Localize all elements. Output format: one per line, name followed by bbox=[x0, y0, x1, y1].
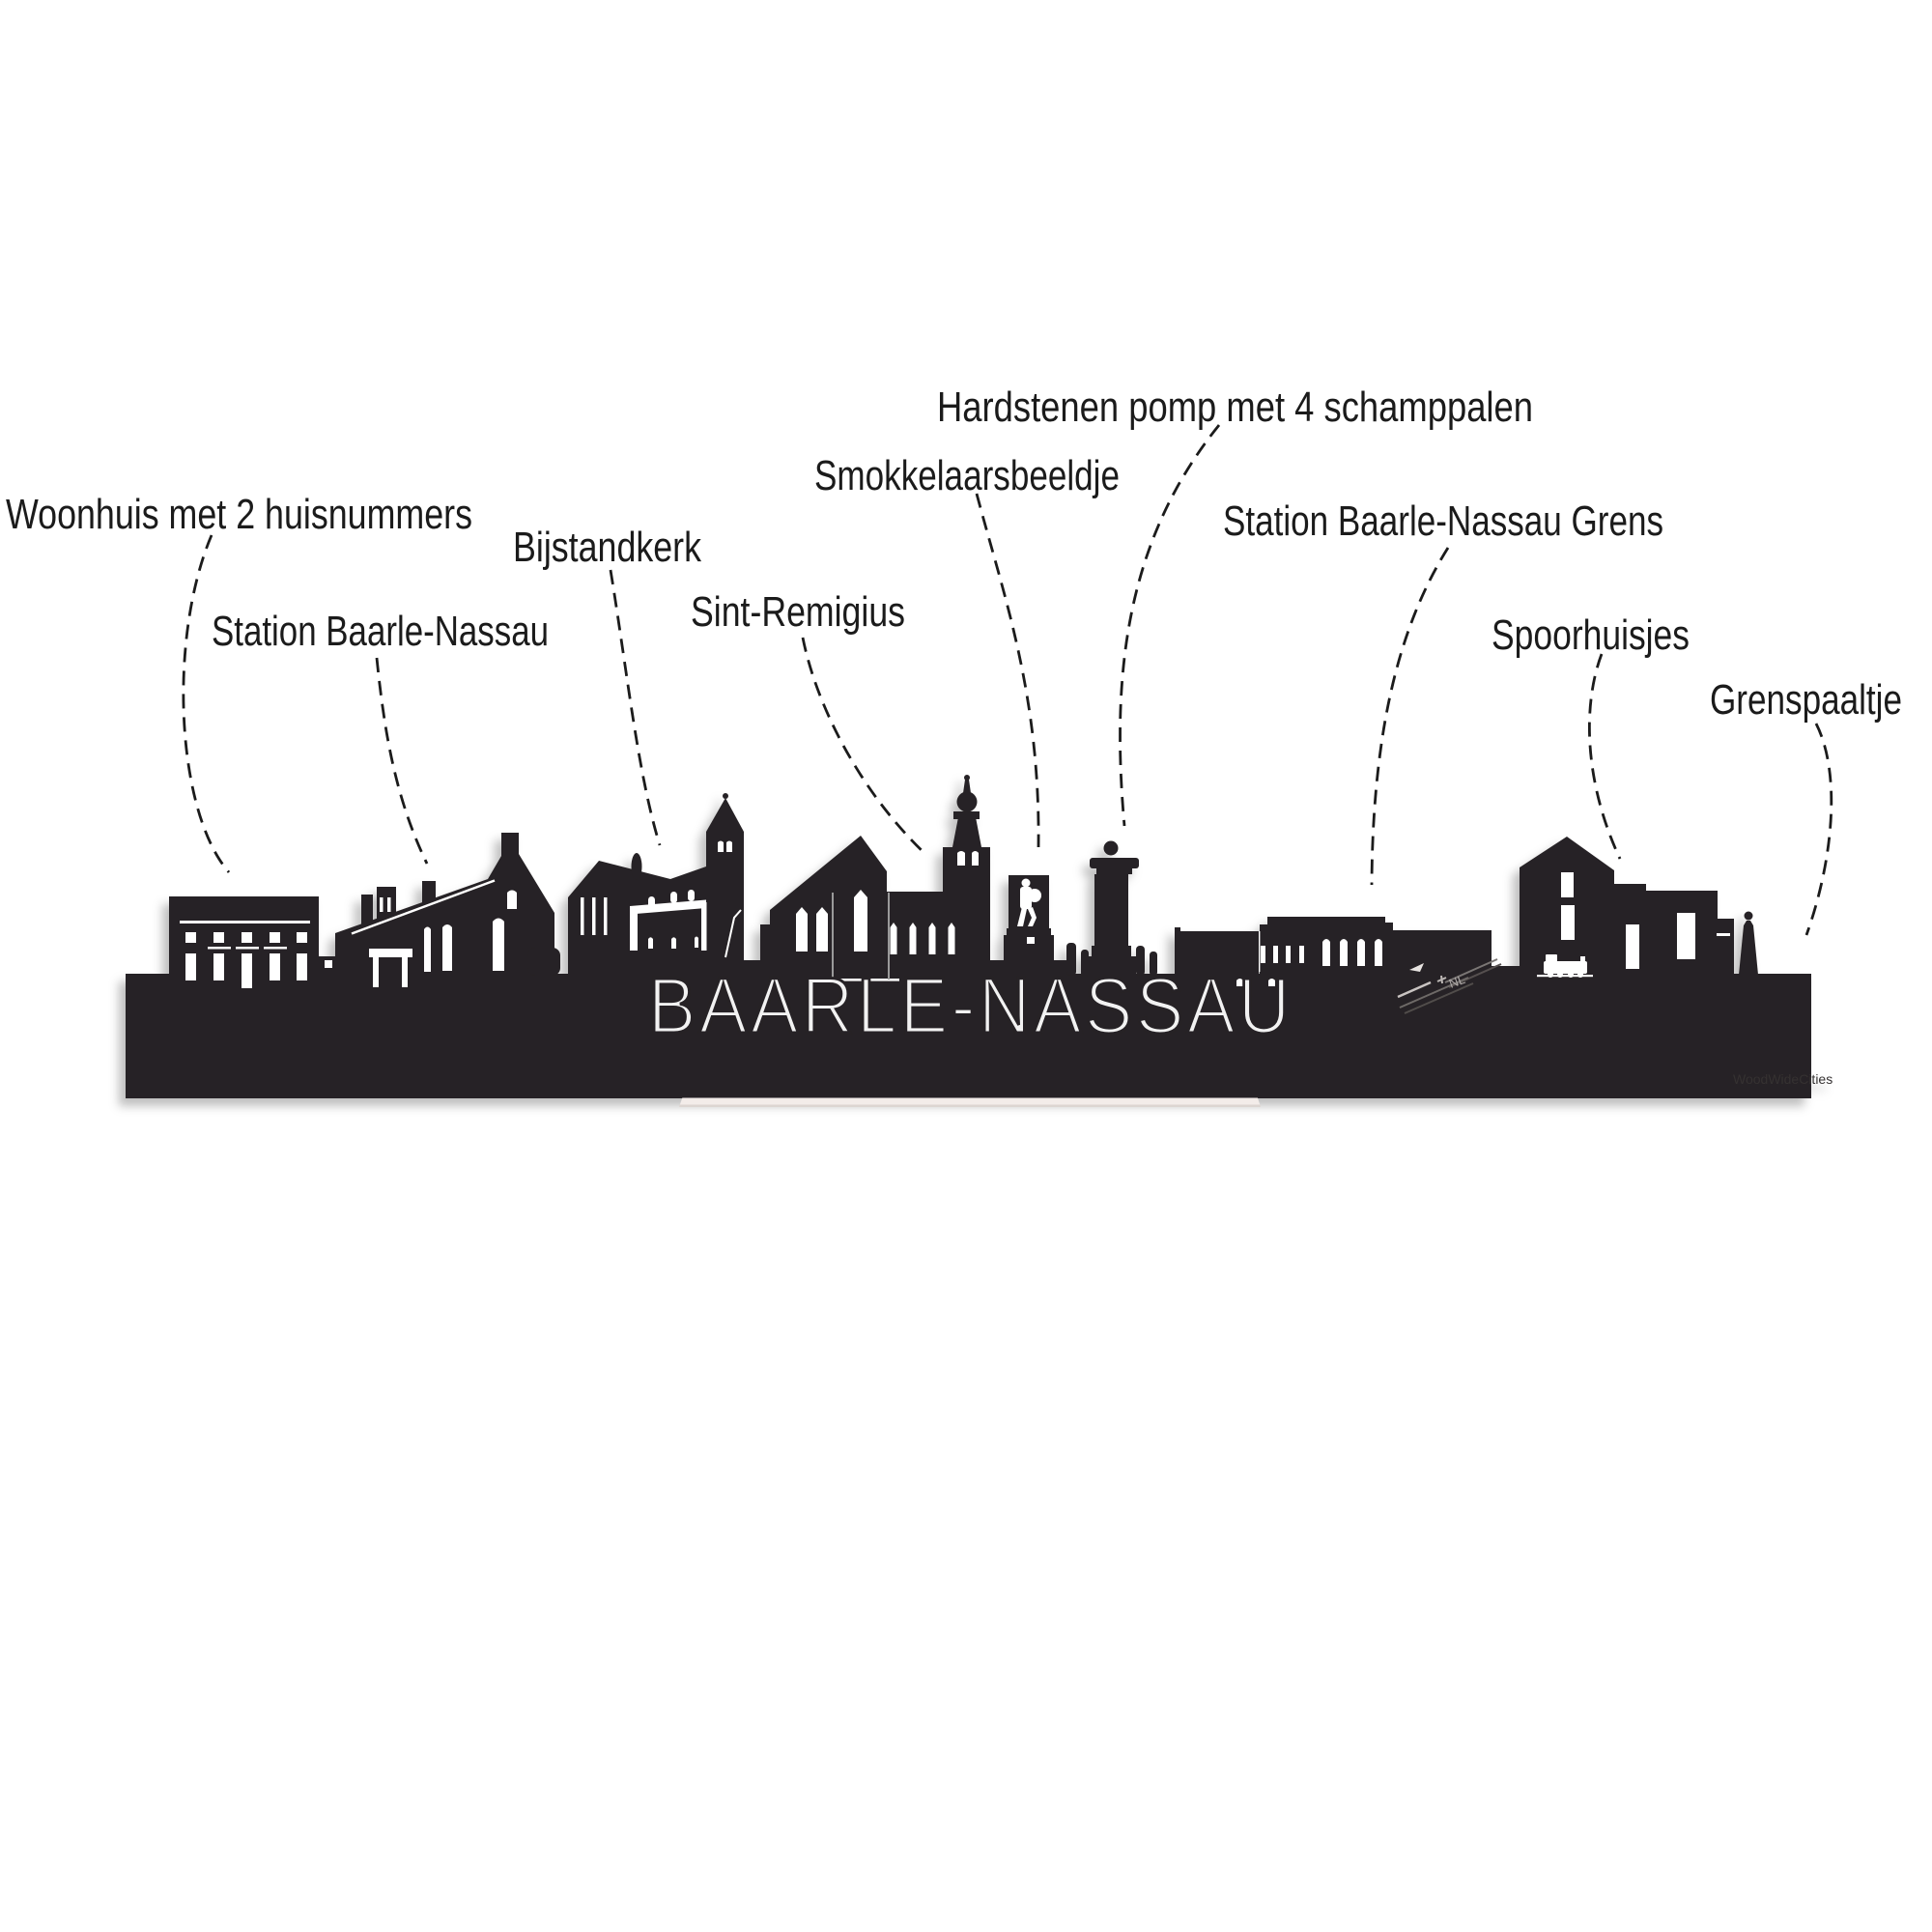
svg-text:Sint-Remigius: Sint-Remigius bbox=[691, 588, 905, 636]
svg-text:Hardstenen pomp met 4 schamppa: Hardstenen pomp met 4 schamppalen bbox=[937, 384, 1533, 431]
svg-text:Woonhuis met 2 huisnummers: Woonhuis met 2 huisnummers bbox=[6, 491, 472, 538]
svg-text:Spoorhuisjes: Spoorhuisjes bbox=[1492, 611, 1690, 659]
svg-text:Station Baarle-Nassau Grens: Station Baarle-Nassau Grens bbox=[1223, 497, 1663, 545]
svg-text:Bijstandkerk: Bijstandkerk bbox=[513, 524, 702, 571]
svg-text:NL: NL bbox=[1447, 972, 1467, 991]
svg-text:BAARLE-NASSAU: BAARLE-NASSAU bbox=[648, 962, 1293, 1050]
svg-text:Grenspaaltje: Grenspaaltje bbox=[1710, 676, 1902, 724]
svg-text:WoodWideCities: WoodWideCities bbox=[1733, 1071, 1833, 1087]
svg-text:Smokkelaarsbeeldje: Smokkelaarsbeeldje bbox=[814, 452, 1120, 499]
svg-text:Station Baarle-Nassau: Station Baarle-Nassau bbox=[212, 608, 549, 655]
